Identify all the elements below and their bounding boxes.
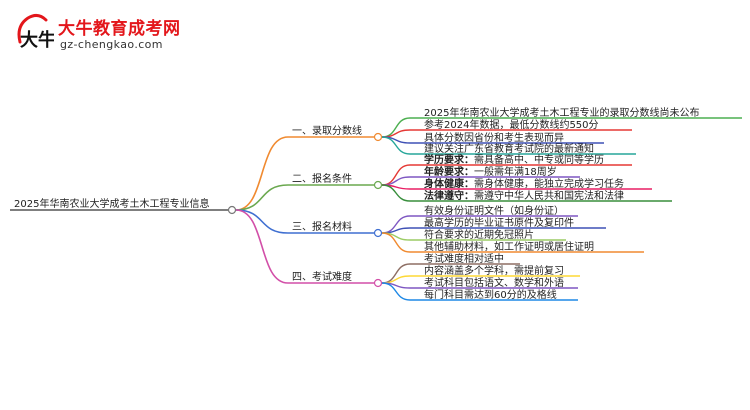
leaf-body: 内容涵盖多个学科，需提前复习 bbox=[424, 264, 564, 277]
leaf-body: 最高学历的毕业证书原件及复印件 bbox=[424, 216, 574, 229]
leaf-body: 具体分数因省份和考生表现而异 bbox=[424, 131, 564, 144]
leaf-text: 2025年华南农业大学成考土木工程专业的录取分数线尚未公布 bbox=[424, 106, 699, 119]
leaf-text: 符合要求的近期免冠照片 bbox=[424, 228, 534, 241]
branch-node-dot bbox=[373, 228, 383, 238]
leaf-text: 参考2024年数据，最低分数线约550分 bbox=[424, 118, 599, 131]
leaf-bold-prefix: 法律遵守： bbox=[424, 189, 474, 202]
leaf-bold-prefix: 年龄要求： bbox=[424, 165, 474, 178]
leaf-body: 2025年华南农业大学成考土木工程专业的录取分数线尚未公布 bbox=[424, 106, 699, 119]
leaf-body: 参考2024年数据，最低分数线约550分 bbox=[424, 118, 599, 131]
leaf-connector bbox=[381, 184, 672, 202]
leaf-text: 具体分数因省份和考生表现而异 bbox=[424, 131, 564, 144]
branch-label: 四、考试难度 bbox=[292, 270, 352, 283]
branch-node-dot bbox=[373, 180, 383, 190]
site-title: 大牛教育成考网 bbox=[58, 19, 181, 39]
leaf-body: 考试难度相对适中 bbox=[424, 252, 504, 265]
leaf-body: 符合要求的近期免冠照片 bbox=[424, 228, 534, 241]
leaf-bold-prefix: 身体健康： bbox=[424, 177, 474, 190]
site-url: gz-chengkao.com bbox=[60, 38, 163, 51]
leaf-body: 考试科目包括语文、数学和外语 bbox=[424, 276, 564, 289]
leaf-text: 身体健康：需身体健康，能独立完成学习任务 bbox=[424, 177, 624, 190]
site-logo[interactable]: 大牛 大牛教育成考网 gz-chengkao.com bbox=[14, 12, 234, 56]
leaf-body: 其他辅助材料，如工作证明或居住证明 bbox=[424, 240, 594, 253]
logo-bull-icon: 大牛 bbox=[17, 13, 54, 51]
leaf-connector bbox=[381, 232, 644, 253]
branch-label: 三、报名材料 bbox=[292, 220, 352, 233]
branch-connector bbox=[235, 209, 374, 284]
leaf-body: 有效身份证明文件（如身份证） bbox=[424, 204, 564, 217]
leaf-text: 年龄要求：一般需年满18周岁 bbox=[424, 165, 557, 178]
leaf-body: 需遵守中华人民共和国宪法和法律 bbox=[474, 189, 624, 202]
root-node-dot bbox=[227, 205, 237, 215]
root-label: 2025年华南农业大学成考土木工程专业信息 bbox=[14, 197, 209, 210]
logo-glyph: 大牛 bbox=[20, 29, 54, 51]
leaf-connector bbox=[381, 282, 578, 301]
branch-label: 二、报名条件 bbox=[292, 172, 352, 185]
branch-label: 一、录取分数线 bbox=[292, 124, 362, 137]
leaf-body: 需身体健康，能独立完成学习任务 bbox=[474, 177, 624, 190]
branch-node-dot bbox=[373, 278, 383, 288]
leaf-text: 内容涵盖多个学科，需提前复习 bbox=[424, 264, 564, 277]
leaf-text: 最高学历的毕业证书原件及复印件 bbox=[424, 216, 574, 229]
branch-connector bbox=[235, 136, 374, 211]
leaf-body: 一般需年满18周岁 bbox=[474, 165, 557, 178]
leaf-body: 需具备高中、中专或同等学历 bbox=[474, 153, 604, 166]
branch-connector bbox=[235, 184, 374, 211]
leaf-text: 学历要求：需具备高中、中专或同等学历 bbox=[424, 153, 604, 166]
leaf-text: 法律遵守：需遵守中华人民共和国宪法和法律 bbox=[424, 189, 624, 202]
leaf-text: 其他辅助材料，如工作证明或居住证明 bbox=[424, 240, 594, 253]
branch-connector bbox=[235, 209, 374, 234]
branch-node-dot bbox=[373, 132, 383, 142]
leaf-body: 建议关注广东省教育考试院的最新通知 bbox=[424, 142, 594, 155]
leaf-bold-prefix: 学历要求： bbox=[424, 153, 474, 166]
leaf-text: 考试难度相对适中 bbox=[424, 252, 504, 265]
leaf-text: 有效身份证明文件（如身份证） bbox=[424, 204, 564, 217]
leaf-connector bbox=[381, 136, 636, 155]
leaf-text: 考试科目包括语文、数学和外语 bbox=[424, 276, 564, 289]
leaf-text: 建议关注广东省教育考试院的最新通知 bbox=[424, 142, 594, 155]
leaf-text: 每门科目需达到60分的及格线 bbox=[424, 288, 557, 301]
leaf-body: 每门科目需达到60分的及格线 bbox=[424, 288, 557, 301]
